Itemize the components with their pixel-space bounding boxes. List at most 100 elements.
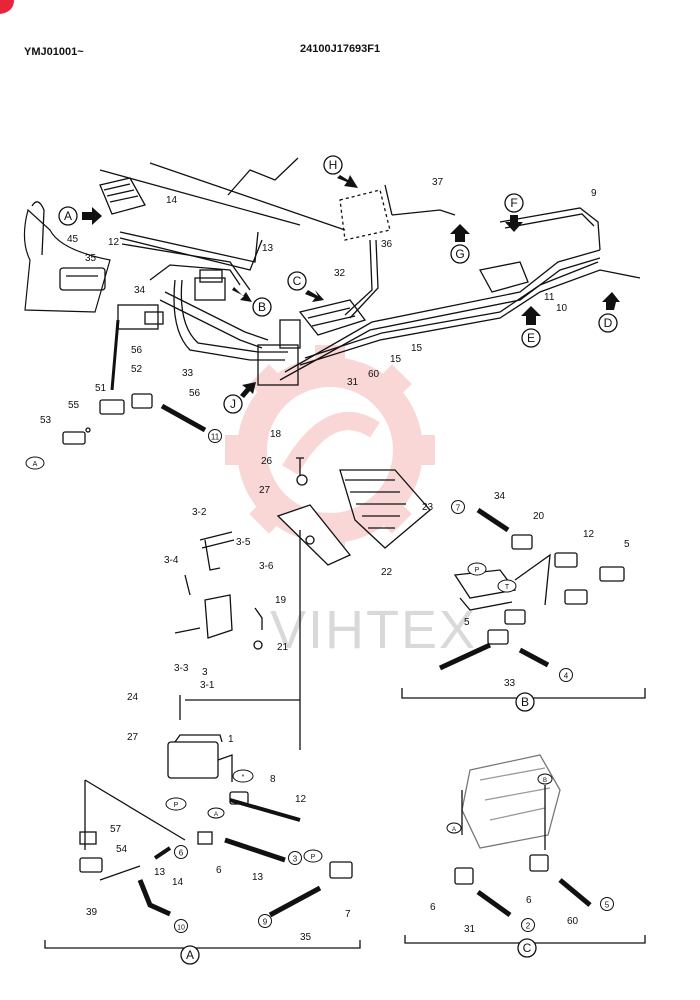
part-label: 56 bbox=[131, 345, 143, 356]
part-label: 39 bbox=[86, 907, 98, 918]
part-label: 20 bbox=[533, 511, 545, 522]
part-label: 18 bbox=[270, 429, 282, 440]
part-label: 45 bbox=[67, 234, 79, 245]
part-label: 6 bbox=[526, 895, 532, 906]
part-label: 9 bbox=[591, 188, 597, 199]
svg-text:P: P bbox=[311, 854, 316, 861]
part-label: 54 bbox=[116, 844, 128, 855]
part-label: 3-2 bbox=[192, 507, 207, 518]
hose-marks: 11 7 4 6 3 10 9 2 5 bbox=[174, 429, 614, 933]
svg-text:4: 4 bbox=[564, 672, 569, 681]
part-label: 55 bbox=[68, 400, 80, 411]
svg-text:A: A bbox=[33, 461, 38, 468]
part-label: 7 bbox=[345, 909, 351, 920]
part-label: 3-1 bbox=[200, 680, 215, 691]
part-label: 51 bbox=[95, 383, 107, 394]
svg-text:G: G bbox=[455, 247, 464, 261]
svg-text:A: A bbox=[452, 827, 456, 833]
part-label: 52 bbox=[131, 364, 143, 375]
part-label: 11 bbox=[544, 292, 555, 303]
watermark-text: VIHTEX bbox=[270, 600, 477, 660]
callout-B-main: B bbox=[232, 287, 272, 317]
detail-title-B: B bbox=[515, 692, 535, 712]
part-label: 13 bbox=[154, 867, 166, 878]
svg-text:A: A bbox=[64, 209, 72, 223]
part-label: 35 bbox=[85, 253, 97, 264]
svg-text:B: B bbox=[258, 300, 266, 314]
part-label: 56 bbox=[189, 388, 201, 399]
hose-mark-3: 3 bbox=[288, 851, 302, 865]
svg-text:H: H bbox=[329, 158, 338, 172]
hose-mark-2: 2 bbox=[521, 918, 535, 932]
corner-tab bbox=[0, 0, 14, 14]
callout-E-main: E bbox=[521, 306, 541, 348]
part-label: 33 bbox=[182, 368, 194, 379]
port-tag-P-b: P bbox=[467, 562, 487, 576]
svg-text:P: P bbox=[174, 802, 179, 809]
part-label: 34 bbox=[134, 285, 146, 296]
part-label: 27 bbox=[127, 732, 139, 743]
svg-text:*: * bbox=[242, 774, 245, 781]
svg-text:D: D bbox=[604, 316, 613, 330]
detail-a-bracket bbox=[44, 940, 361, 949]
part-label: 15 bbox=[390, 354, 402, 365]
port-tag-P-hose: P bbox=[303, 849, 323, 863]
port-tag-T-b: T bbox=[497, 579, 517, 593]
part-label: 32 bbox=[334, 268, 346, 279]
port-tag-P-block: P bbox=[165, 797, 187, 811]
part-label: 1 bbox=[228, 734, 234, 745]
svg-text:3: 3 bbox=[293, 855, 298, 864]
hose-mark-11-top: 11 bbox=[208, 429, 222, 443]
part-label: 12 bbox=[583, 529, 595, 540]
part-label: 3-5 bbox=[236, 537, 251, 548]
svg-text:10: 10 bbox=[177, 925, 185, 932]
part-label: 14 bbox=[172, 877, 184, 888]
svg-text:B: B bbox=[521, 695, 529, 709]
svg-text:P: P bbox=[475, 567, 480, 574]
part-label: 3-4 bbox=[164, 555, 179, 566]
svg-text:T: T bbox=[505, 584, 510, 591]
part-label: 34 bbox=[494, 491, 506, 502]
svg-text:9: 9 bbox=[263, 918, 268, 927]
port-tag-A-c: A bbox=[446, 822, 462, 834]
svg-text:A: A bbox=[214, 812, 218, 818]
hose-mark-9: 9 bbox=[258, 914, 272, 928]
part-label: 3 bbox=[202, 667, 208, 678]
part-label: 36 bbox=[381, 239, 393, 250]
part-label: 8 bbox=[270, 774, 276, 785]
part-label: 10 bbox=[556, 303, 568, 314]
part-label: 27 bbox=[259, 485, 271, 496]
part-label: 31 bbox=[464, 924, 476, 935]
svg-text:E: E bbox=[527, 331, 535, 345]
serial-number: YMJ01001~ bbox=[24, 46, 84, 58]
part-label: 15 bbox=[411, 343, 423, 354]
part-label: 13 bbox=[262, 243, 274, 254]
callout-F-main: F bbox=[504, 193, 524, 232]
part-label: 12 bbox=[108, 237, 120, 248]
detail-title-C: C bbox=[517, 938, 537, 958]
part-label: 12 bbox=[295, 794, 307, 805]
part-label: 26 bbox=[261, 456, 273, 467]
watermark-gear bbox=[225, 345, 435, 555]
hose-mark-4: 4 bbox=[559, 668, 573, 682]
svg-text:C: C bbox=[293, 274, 302, 288]
svg-text:J: J bbox=[230, 397, 236, 411]
svg-text:2: 2 bbox=[526, 922, 531, 931]
svg-text:6: 6 bbox=[179, 849, 184, 858]
part-label: 22 bbox=[381, 567, 393, 578]
svg-text:11: 11 bbox=[211, 433, 220, 442]
svg-text:B: B bbox=[543, 778, 547, 784]
part-label: 6 bbox=[216, 865, 222, 876]
svg-text:C: C bbox=[523, 941, 532, 955]
part-label: 6 bbox=[430, 902, 436, 913]
part-labels: 14 13 12 35 45 34 56 33 32 36 37 9 11 10… bbox=[40, 177, 630, 943]
part-label: 37 bbox=[432, 177, 444, 188]
part-label: 35 bbox=[300, 932, 312, 943]
part-label: 5 bbox=[624, 539, 630, 550]
callout-A-main: A bbox=[58, 206, 102, 226]
detail-c-drawing bbox=[404, 754, 646, 944]
port-tag-star: * bbox=[232, 769, 254, 783]
svg-text:7: 7 bbox=[456, 504, 461, 513]
detail-title-A: A bbox=[180, 945, 200, 965]
part-label: 13 bbox=[252, 872, 264, 883]
